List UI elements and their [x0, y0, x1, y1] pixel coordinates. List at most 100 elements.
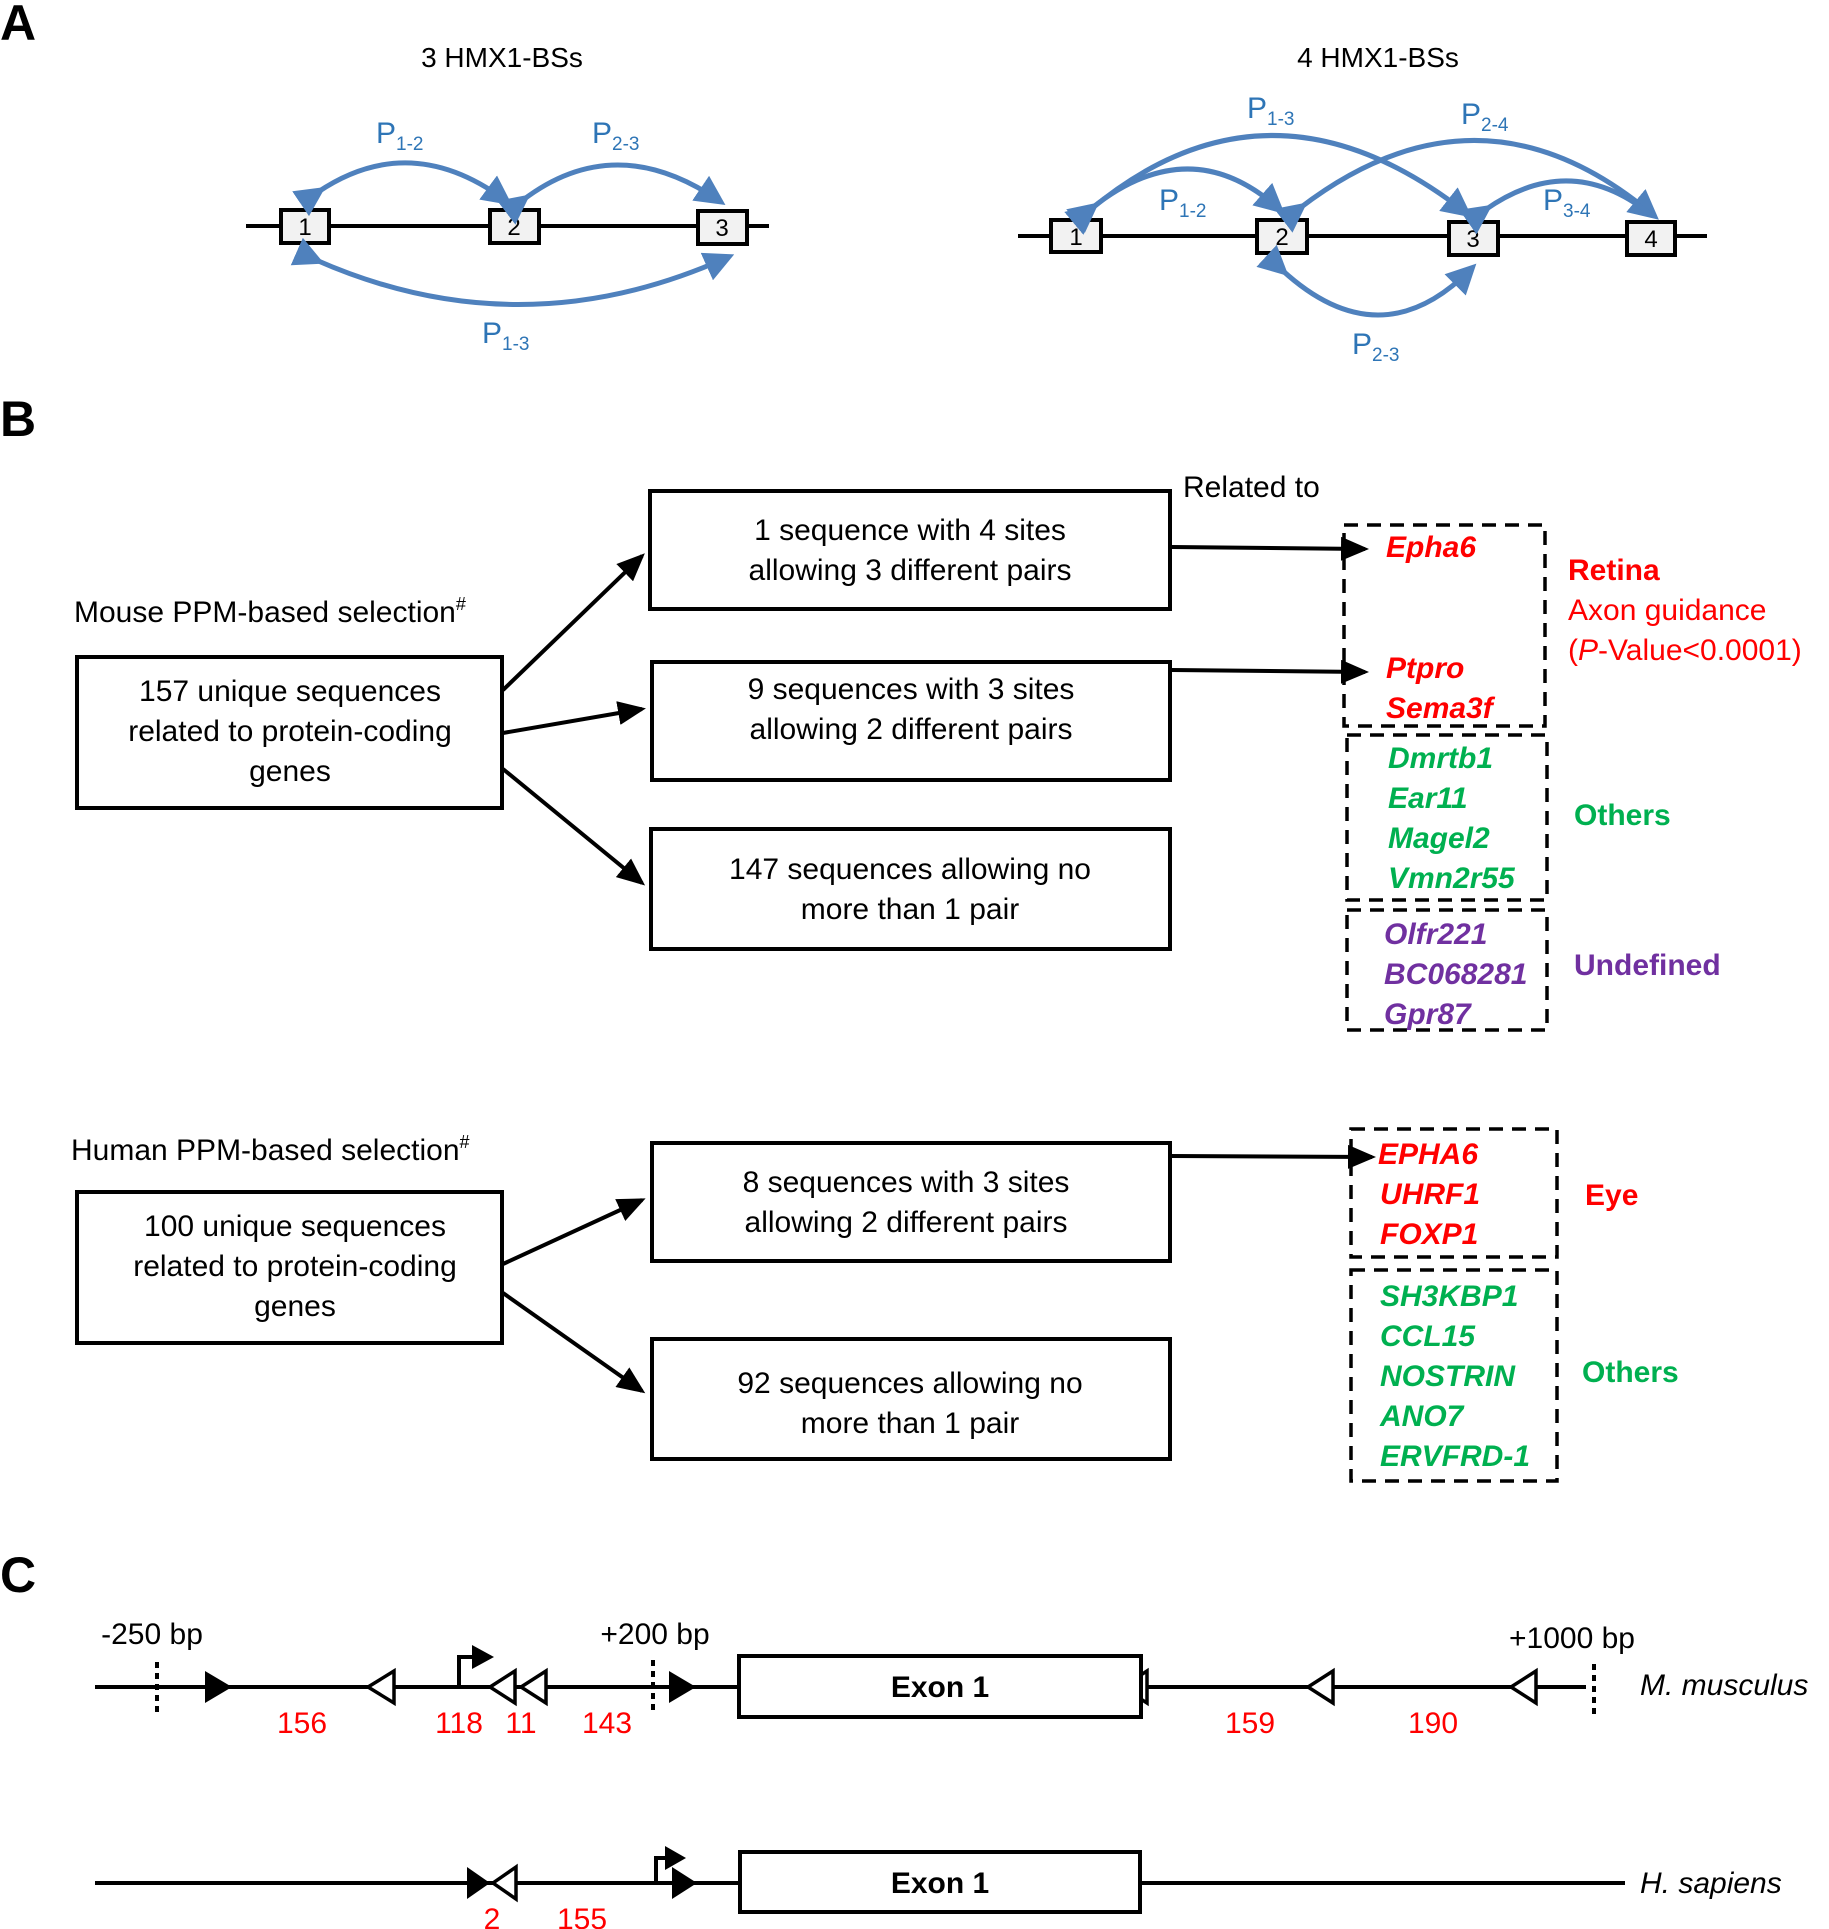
site-number: 155: [557, 1903, 607, 1929]
box-text: 157 unique sequences: [139, 675, 441, 708]
pair-label-2-3: P2-3: [1352, 328, 1399, 366]
three-site-diagram: 3 HMX1-BSs 1 2 3 P1-2 P2-3 P1-3: [246, 42, 769, 355]
category-undefined: Undefined: [1574, 949, 1721, 982]
site-number: 190: [1408, 1707, 1458, 1740]
tss-arrowhead-icon: [665, 1846, 686, 1870]
mouse-gene-track: -250 bp +200 bp +1000 bp Exon 1 156: [95, 1618, 1808, 1740]
mouse-selection: Mouse PPM-based selection# 157 unique se…: [74, 489, 1802, 1032]
pair-arc-3-4: [1459, 178, 1652, 235]
gene-name: Vmn2r55: [1388, 862, 1516, 895]
box-text: 8 sequences with 3 sites: [743, 1166, 1070, 1199]
human-source-box: 100 unique sequences related to protein-…: [75, 1190, 504, 1345]
tss-arrowhead-icon: [472, 1645, 494, 1669]
site-box: 3: [1447, 220, 1500, 257]
reverse-site-icon: [364, 1667, 396, 1707]
box-text: related to protein-coding: [128, 715, 452, 748]
pair-label-2-4: P2-4: [1461, 98, 1509, 136]
site-label: 2: [1275, 224, 1288, 251]
site-number: 159: [1225, 1707, 1275, 1740]
category-axon-guidance: Axon guidance: [1568, 594, 1767, 627]
site-label: 2: [507, 214, 520, 241]
human-branch-box-3-sites: 8 sequences with 3 sites allowing 2 diff…: [650, 1141, 1172, 1263]
site-box: 2: [1255, 218, 1309, 255]
box-text: 100 unique sequences: [144, 1210, 446, 1243]
site-number: 11: [505, 1707, 536, 1740]
retina-gene-group: [1342, 523, 1547, 728]
mouse-branch-box-4-sites: 1 sequence with 4 sites allowing 3 diffe…: [648, 489, 1172, 611]
forward-site-icon: [467, 1867, 490, 1899]
box-text: related to protein-coding: [133, 1250, 457, 1283]
gene-name: CCL15: [1380, 1320, 1476, 1353]
box-text: 92 sequences allowing no: [737, 1367, 1082, 1400]
site-number: 156: [277, 1707, 327, 1740]
exon-label: Exon 1: [891, 1867, 989, 1900]
position-marker-label: -250 bp: [101, 1618, 203, 1651]
eye-gene-group: [1349, 1127, 1559, 1259]
site-box: 3: [696, 209, 749, 246]
site-box: 4: [1625, 220, 1677, 257]
category-eye: Eye: [1585, 1179, 1638, 1212]
forward-site-icon: [205, 1671, 232, 1703]
species-label-mouse: M. musculus: [1640, 1669, 1808, 1702]
gene-name: Ptpro: [1386, 652, 1464, 685]
related-arrow: [1171, 1144, 1376, 1169]
category-others: Others: [1582, 1356, 1679, 1389]
exon-1-box: Exon 1: [738, 1850, 1142, 1914]
box-text: genes: [254, 1290, 336, 1323]
site-label: 4: [1644, 226, 1657, 253]
gene-name: Dmrtb1: [1388, 742, 1493, 775]
mouse-branch-box-3-sites: 9 sequences with 3 sites allowing 2 diff…: [650, 660, 1172, 782]
pair-label-3-4: P3-4: [1543, 184, 1591, 222]
pair-label-1-2: P1-2: [1159, 184, 1206, 222]
exon-label: Exon 1: [891, 1671, 989, 1704]
pair-arc-2-4: [1274, 138, 1659, 233]
panel-b: B Related to Mouse PPM-based selection# …: [0, 391, 1802, 1483]
category-others: Others: [1574, 799, 1671, 832]
panel-a: A 3 HMX1-BSs 1 2 3 P1-2 P2-3 P1-3: [0, 0, 1707, 366]
category-pvalue: (P-Value<0.0001): [1568, 634, 1802, 667]
gene-name: FOXP1: [1380, 1218, 1478, 1251]
pair-label-1-3: P1-3: [482, 317, 529, 355]
box-text: genes: [249, 755, 331, 788]
site-box: 1: [1049, 218, 1103, 254]
site-box: 2: [488, 208, 541, 245]
three-site-title: 3 HMX1-BSs: [421, 42, 583, 73]
human-gene-track: Exon 1 2 155 H. sapiens: [95, 1846, 1782, 1929]
panel-letter-b: B: [0, 391, 36, 447]
reverse-site-icon: [1507, 1667, 1538, 1707]
flow-arrow: [501, 1291, 646, 1394]
human-branch-box-no-pairs: 92 sequences allowing no more than 1 pai…: [650, 1337, 1172, 1461]
site-box: 1: [279, 208, 331, 245]
four-site-diagram: 4 HMX1-BSs 1 2 3 4: [1018, 42, 1707, 366]
pair-arc-2-3: [497, 162, 726, 225]
related-to-label: Related to: [1183, 471, 1320, 504]
box-text: allowing 3 different pairs: [749, 554, 1072, 587]
box-text: 147 sequences allowing no: [729, 853, 1091, 886]
mouse-source-box: 157 unique sequences related to protein-…: [75, 655, 504, 810]
gene-name: Magel2: [1388, 822, 1490, 855]
pair-label-2-3: P2-3: [592, 117, 639, 155]
human-selection: Human PPM-based selection# 100 unique se…: [71, 1127, 1679, 1483]
related-arrow: [1171, 536, 1369, 561]
box-text: 1 sequence with 4 sites: [754, 514, 1066, 547]
gene-name: EPHA6: [1378, 1138, 1478, 1171]
reverse-site-icon: [489, 1863, 518, 1903]
gene-name: UHRF1: [1380, 1178, 1480, 1211]
tss-arrow-icon: [457, 1655, 477, 1689]
pair-arc-1-3: [290, 237, 735, 307]
pair-arc-2-3: [1256, 244, 1477, 318]
pair-label-1-2: P1-2: [376, 117, 423, 155]
gene-name: SH3KBP1: [1380, 1280, 1518, 1313]
box-text: allowing 2 different pairs: [750, 713, 1073, 746]
exon-1-box: Exon 1: [737, 1654, 1143, 1719]
gene-name: ERVFRD-1: [1380, 1440, 1530, 1473]
pair-label-1-3: P1-3: [1247, 92, 1294, 130]
site-number: 143: [582, 1707, 632, 1740]
box-text: more than 1 pair: [801, 1407, 1019, 1440]
reverse-site-icon: [517, 1667, 548, 1707]
site-label: 3: [1466, 226, 1479, 253]
position-marker-label: +200 bp: [600, 1618, 709, 1651]
gene-name: Sema3f: [1386, 692, 1496, 725]
mouse-selection-label: Mouse PPM-based selection#: [74, 594, 466, 629]
